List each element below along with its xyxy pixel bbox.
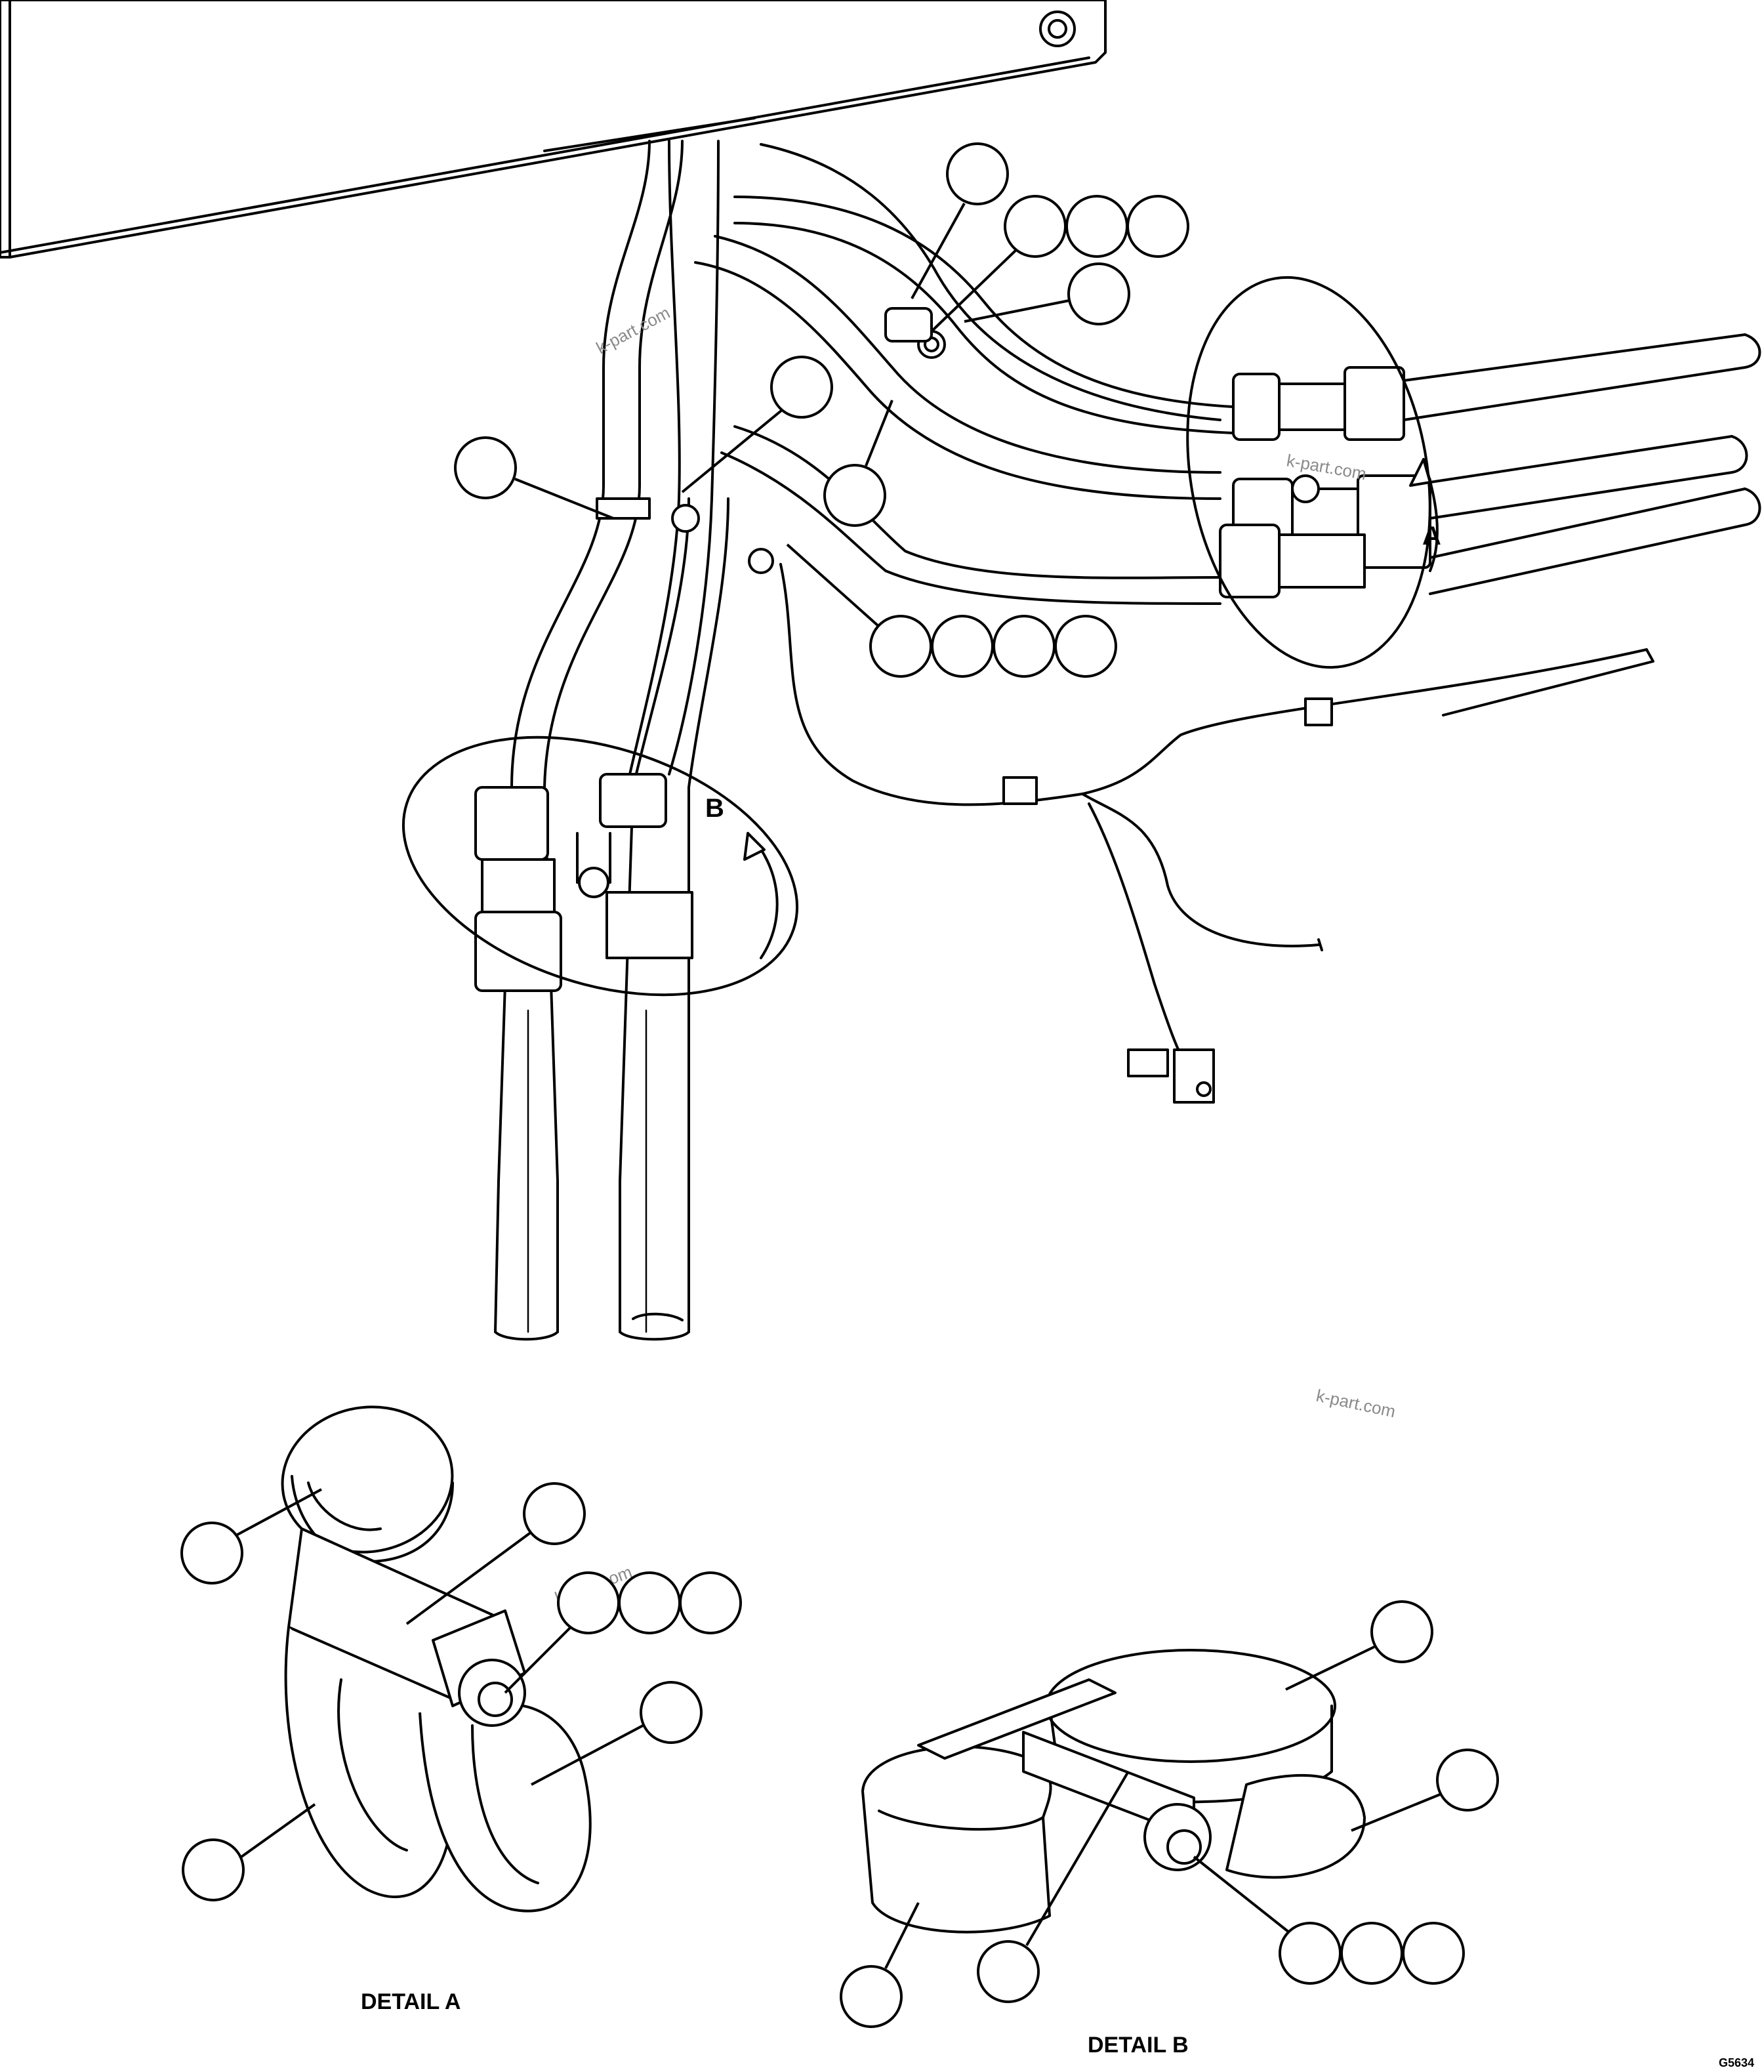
balloon (618, 1571, 681, 1634)
balloon (1370, 1600, 1433, 1663)
balloon (946, 142, 1009, 205)
balloon (640, 1681, 703, 1744)
balloon (977, 1940, 1040, 2003)
fittings-a (1219, 366, 1431, 598)
balloon (454, 436, 517, 499)
balloon (523, 1482, 586, 1545)
balloon (1126, 195, 1189, 258)
detail-a-label: DETAIL A (361, 1989, 461, 2014)
balloon (1402, 1922, 1465, 1985)
view-marker-b: B (705, 794, 724, 823)
callout-balloons (180, 142, 1499, 2028)
watermark-3: k-part.com (1315, 1386, 1397, 1422)
balloon (770, 356, 833, 419)
balloon (840, 1965, 903, 2028)
balloon (1065, 195, 1128, 258)
machine-panel (0, 0, 1107, 259)
figure-code: G5634 (1719, 2056, 1754, 2069)
balloon (1067, 262, 1130, 325)
balloon (823, 464, 886, 527)
wire-harness (779, 563, 1654, 1104)
balloon (869, 615, 932, 678)
balloon (1340, 1922, 1403, 1985)
detail-b-clamp (861, 1649, 1366, 1934)
balloon (1054, 615, 1117, 678)
balloon (557, 1571, 620, 1634)
detail-b-label: DETAIL B (1088, 2033, 1189, 2058)
detail-a-callout: A (1186, 276, 1441, 669)
balloon (182, 1838, 245, 1901)
detail-b-callout: B (401, 736, 799, 997)
balloon (1436, 1749, 1499, 1812)
balloon (180, 1522, 243, 1585)
balloon (1004, 195, 1067, 258)
balloon (993, 615, 1056, 678)
balloon (931, 615, 994, 678)
detail-a-clamp (281, 1405, 592, 1913)
view-marker-a: A (1422, 522, 1441, 550)
fittings-b (474, 773, 693, 992)
hose-bundle (494, 140, 1761, 1341)
balloon (679, 1571, 742, 1634)
